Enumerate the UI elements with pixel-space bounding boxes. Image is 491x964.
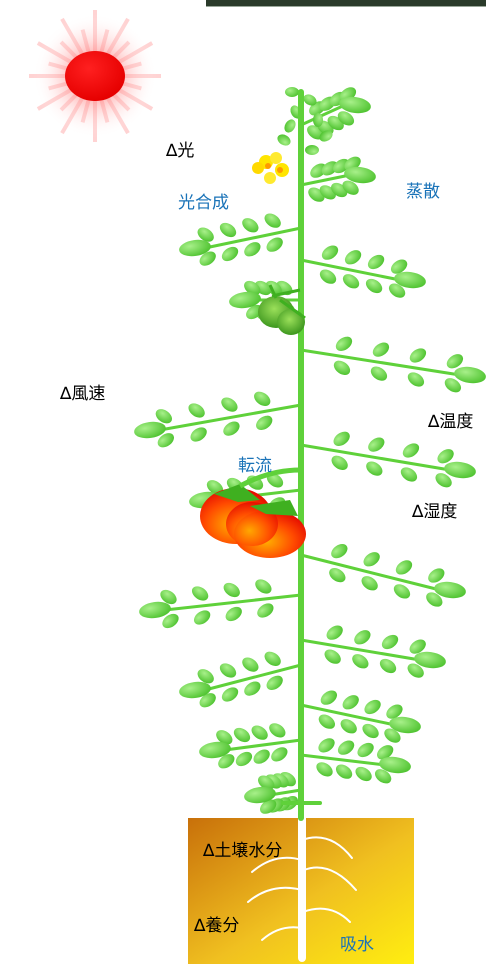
label-temperature: ∆温度	[427, 412, 473, 432]
roots	[247, 808, 357, 962]
ripe-tomato-icon	[200, 467, 306, 558]
label-transpiration: 蒸散	[406, 182, 440, 202]
label-light: ∆光	[165, 141, 194, 161]
label-wind-speed: ∆風速	[59, 384, 105, 404]
label-soil-moisture: ∆土壌水分	[202, 841, 282, 861]
unripe-tomato-icon	[258, 284, 306, 335]
label-nutrients: ∆養分	[193, 916, 239, 936]
sun-icon	[29, 10, 161, 142]
label-water-uptake: 吸水	[340, 935, 374, 955]
label-humidity: ∆湿度	[411, 502, 457, 522]
top-bar	[206, 0, 486, 7]
label-photosynthesis: 光合成	[178, 193, 229, 213]
flower-icon	[252, 152, 289, 184]
label-translocation: 転流	[238, 456, 272, 476]
